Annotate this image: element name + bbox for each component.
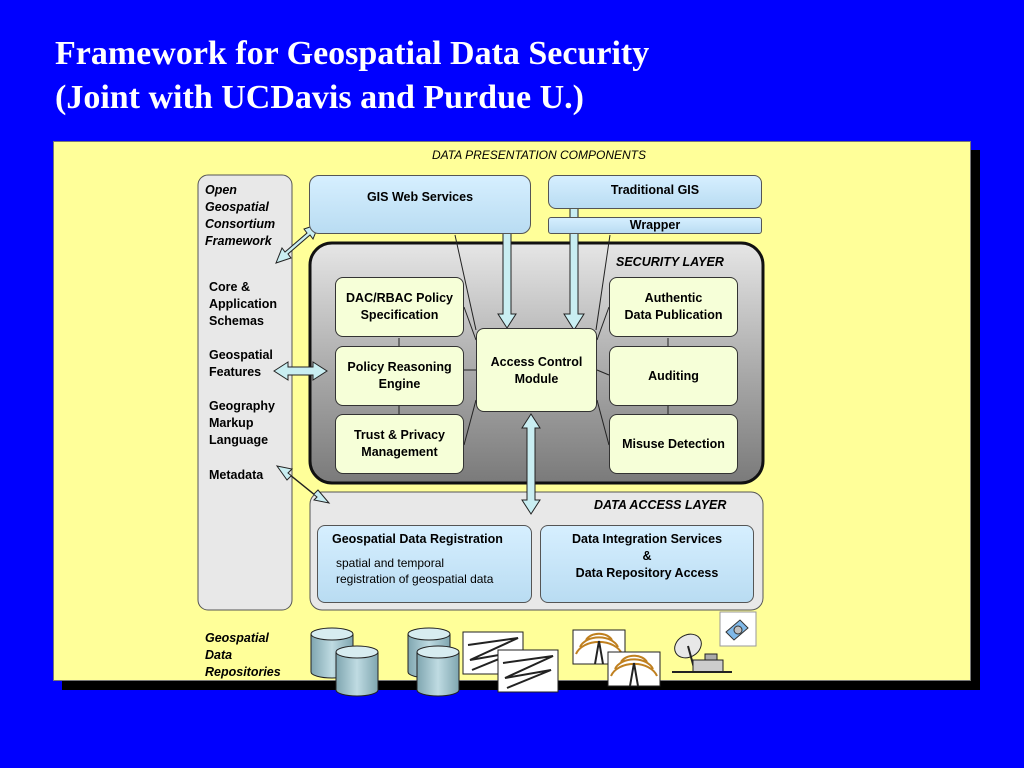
geo-registration-box: Geospatial Data Registration spatial and…	[317, 525, 532, 603]
ogc-sidebar	[197, 174, 293, 611]
arrow-metadata-to-access	[275, 465, 331, 504]
map-sheet-icon	[462, 631, 559, 693]
wrapper-box: Wrapper	[548, 217, 762, 234]
trust-privacy-box: Trust & Privacy Management	[335, 414, 464, 474]
trust-privacy-label: Trust & Privacy Management	[353, 428, 445, 459]
data-integration-label: Data Integration Services & Data Reposit…	[571, 532, 723, 580]
access-control-label: Access Control Module	[490, 355, 583, 386]
ogc-framework-label: Open Geospatial Consortium Framework	[205, 182, 275, 250]
ogc-line: Geospatial	[205, 200, 269, 214]
geo-registration-desc: spatial and temporal registration of geo…	[336, 556, 494, 586]
double-arrows	[273, 181, 585, 515]
sidebar-item-geospatial-features: Geospatial Features	[209, 348, 273, 379]
repositories-label: Geospatial Data Repositories	[205, 630, 281, 681]
access-control-module-box: Access Control Module	[476, 328, 597, 412]
traditional-gis-box: Traditional GIS	[548, 175, 762, 209]
presentation-components-label: DATA PRESENTATION COMPONENTS	[432, 148, 647, 162]
security-layer-label: SECURITY LAYER	[616, 255, 724, 269]
sidebar-item-core-schemas: Core & Application Schemas	[209, 280, 278, 328]
module-connectors	[398, 234, 669, 446]
gis-web-services-box: GIS Web Services	[309, 175, 531, 234]
data-access-layer-label: DATA ACCESS LAYER	[594, 498, 727, 512]
ogc-line: Consortium	[205, 217, 276, 231]
misuse-detection-label: Misuse Detection	[622, 436, 725, 451]
dac-rbac-label: DAC/RBAC Policy Specification	[346, 291, 453, 322]
auditing-box: Auditing	[609, 346, 738, 406]
sidebar-item-gml: Geography Markup Language	[209, 399, 275, 447]
database-cylinder-icon	[310, 627, 460, 697]
arrow-acm-to-access	[521, 413, 541, 515]
dac-rbac-box: DAC/RBAC Policy Specification	[335, 277, 464, 337]
authentic-publication-label: Authentic Data Publication	[624, 291, 723, 322]
policy-reasoning-box: Policy Reasoning Engine	[335, 346, 464, 406]
wrapper-label: Wrapper	[629, 218, 681, 232]
repositories-line: Data	[205, 648, 233, 662]
gis-web-services-label: GIS Web Services	[366, 190, 474, 204]
ogc-line: Open	[205, 183, 237, 197]
data-integration-box: Data Integration Services & Data Reposit…	[540, 525, 754, 603]
title-line-2: (Joint with UCDavis and Purdue U.)	[55, 79, 584, 116]
arrow-features-to-reasoning	[273, 361, 328, 381]
repositories-line: Repositories	[205, 665, 281, 679]
policy-reasoning-label: Policy Reasoning Engine	[347, 360, 452, 391]
authentic-publication-box: Authentic Data Publication	[609, 277, 738, 337]
sidebar-item-metadata: Metadata	[209, 468, 264, 482]
satellite-dish-icon	[672, 633, 732, 673]
traditional-gis-label: Traditional GIS	[610, 183, 700, 197]
title-line-1: Framework for Geospatial Data Security	[55, 35, 650, 72]
repositories-line: Geospatial	[205, 631, 269, 645]
ogc-line: Framework	[205, 234, 272, 248]
auditing-label: Auditing	[648, 368, 699, 383]
radio-tower-icon	[572, 629, 661, 687]
slide-title: Framework for Geospatial Data Security (…	[55, 32, 649, 120]
satellite-icon	[719, 611, 757, 647]
geo-registration-title: Geospatial Data Registration	[332, 532, 503, 546]
misuse-detection-box: Misuse Detection	[609, 414, 738, 474]
